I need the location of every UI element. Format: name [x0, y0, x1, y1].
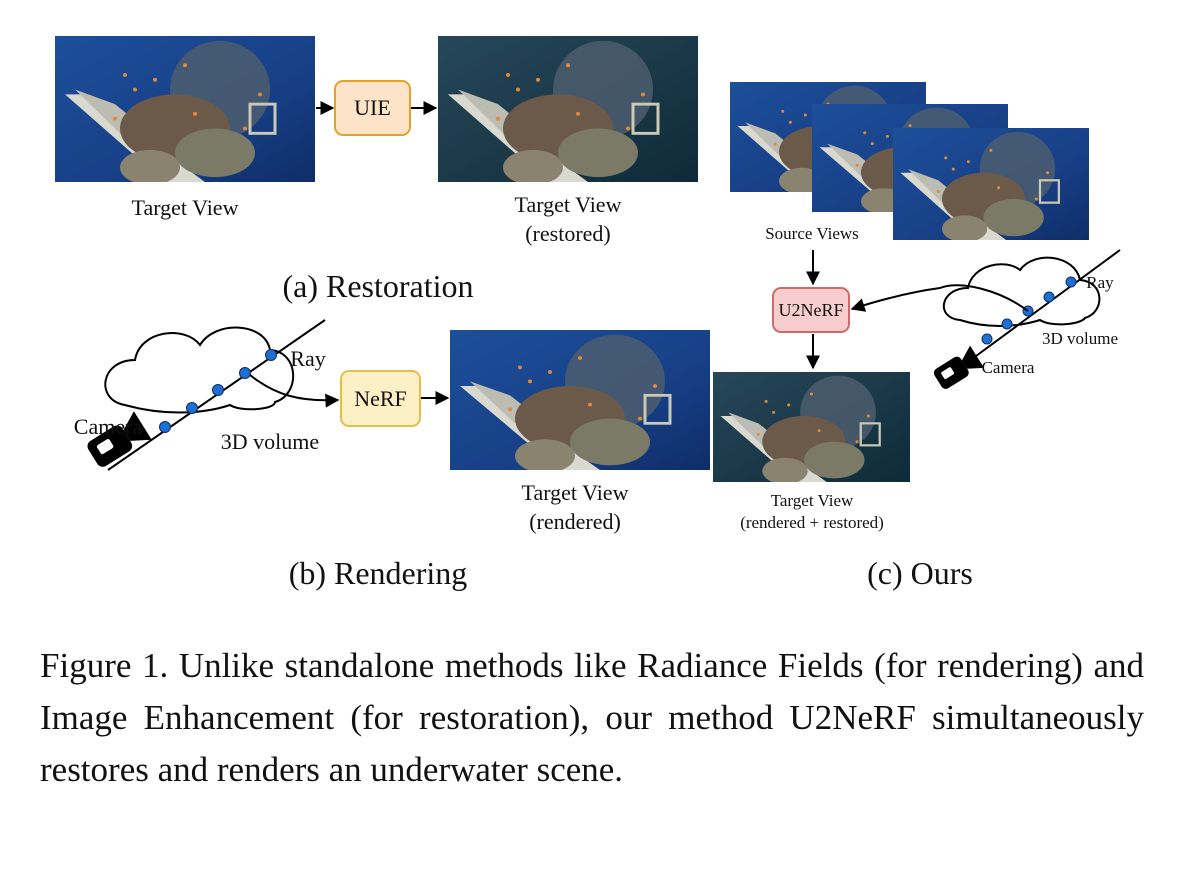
camera-label: Camera [73, 414, 143, 439]
target-view-image [55, 36, 315, 182]
subtitle-rendering: (b) Rendering [288, 555, 468, 591]
ray-point [239, 367, 251, 379]
u2nerf-box: U2NeRF [772, 287, 850, 333]
source-views-label: Source Views [765, 224, 859, 243]
ray-point [159, 421, 171, 433]
rendered-restored-view-image [713, 372, 910, 482]
arrow-to-nerf [249, 374, 340, 408]
camera-label-c: Camera [981, 358, 1035, 377]
ray-point [1065, 276, 1077, 288]
ray-point [1001, 318, 1013, 330]
nerf-box: NeRF [340, 370, 421, 427]
restored-view-label-line2: (restored) [525, 221, 611, 246]
rendered-view-label-line1: Target View [521, 480, 629, 505]
subtitle-restoration: (a) Restoration [282, 268, 474, 304]
volume-label: 3D volume [220, 429, 320, 454]
ray-point [265, 349, 277, 361]
ray-point [186, 402, 198, 414]
ray-point [981, 333, 993, 345]
restored-view-label-line1: Target View [514, 192, 622, 217]
target-view-label: Target View [131, 195, 239, 220]
subtitle-ours: (c) Ours [867, 555, 973, 591]
arrow-volume-to-u2nerf [850, 284, 1029, 312]
source-view-image-3 [893, 128, 1089, 240]
volume-cloud-c [942, 256, 1101, 327]
rendered-view-label-line2: (rendered) [529, 509, 621, 534]
volume-cloud-b [104, 326, 295, 414]
ours-view-label-line2: (rendered + restored) [740, 513, 884, 532]
figure-caption: Figure 1. Unlike standalone methods like… [40, 646, 1144, 789]
volume-label-c: 3D volume [1041, 329, 1119, 348]
uie-box: UIE [334, 80, 411, 136]
ray-point [1043, 291, 1055, 303]
ray-label-c: Ray [1086, 273, 1114, 292]
restored-view-image [438, 36, 698, 182]
ray-point [212, 384, 224, 396]
rendered-view-image [450, 330, 710, 470]
ray-label: Ray [290, 346, 326, 371]
ours-view-label-line1: Target View [770, 491, 854, 510]
ray-line-c [956, 249, 1121, 371]
